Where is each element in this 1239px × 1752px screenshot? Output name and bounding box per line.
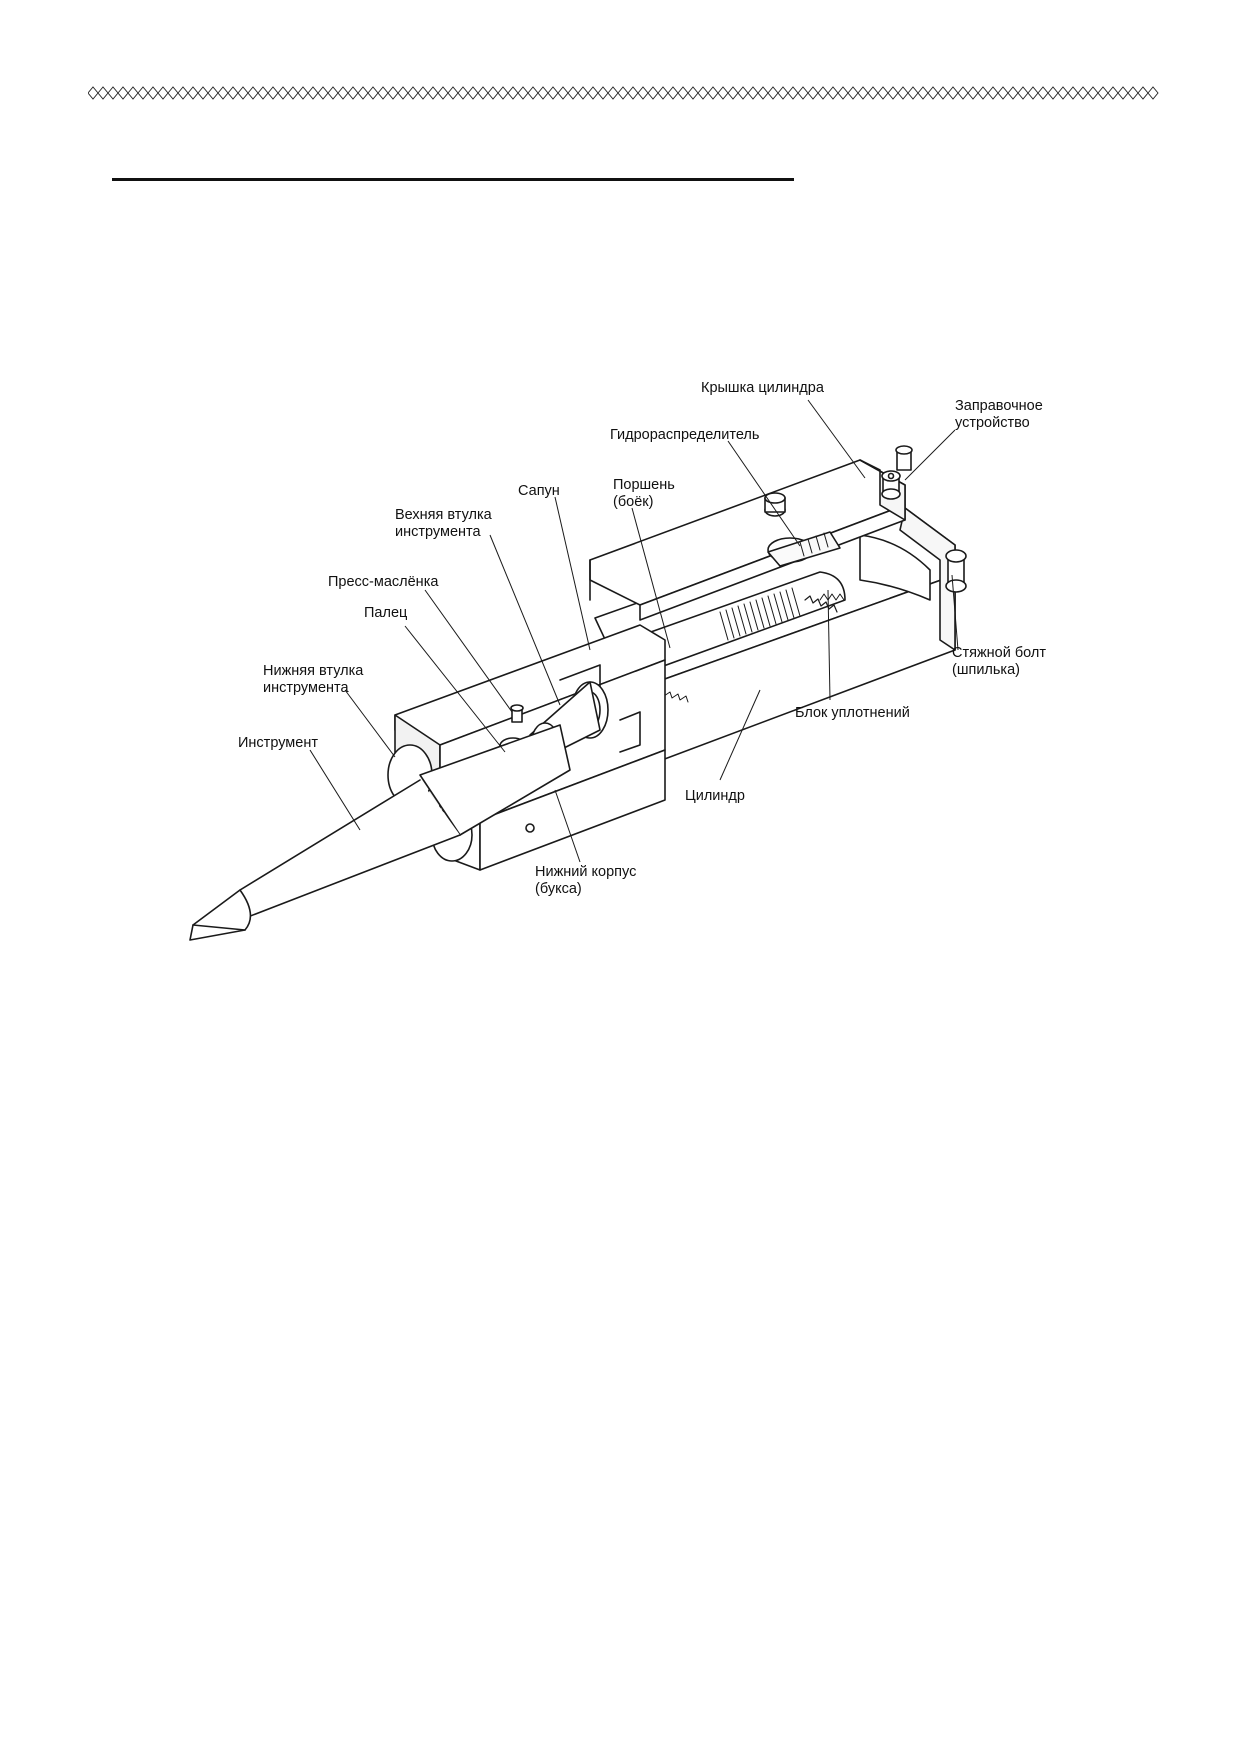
label-pin: Палец: [364, 605, 408, 621]
tool-chisel: [189, 724, 571, 941]
label-through-bolt: Стяжной болт (шпилька): [952, 645, 1047, 678]
through-bolt: [945, 549, 967, 593]
leader-lines: [309, 399, 959, 863]
border-diamond: [1147, 86, 1159, 100]
label-control-valve: Гидрораспределитель: [610, 427, 760, 443]
label-front-head: Нижний корпус (букса): [535, 864, 637, 897]
label-upper-bushing: Вехняя втулка инструмента: [395, 507, 492, 540]
label-charging-valve: Заправочное устройство: [955, 398, 1043, 431]
label-lower-bushing: Нижняя втулка инструмента: [263, 663, 364, 696]
cylinder-cap: [589, 459, 906, 621]
charging-valve: [881, 445, 913, 500]
label-cylinder: Цилиндр: [685, 788, 745, 804]
seal-block: [804, 595, 838, 613]
cap-bolt: [764, 492, 786, 517]
grease-nipple: [510, 704, 524, 723]
diamond-border-decoration: [88, 86, 1159, 100]
section-title-rule: [112, 178, 794, 181]
piston-seal-rings: [719, 587, 801, 641]
label-piston: Поршень (боёк): [613, 477, 675, 510]
control-valve: [767, 531, 841, 567]
label-grease-nipple: Пресс-маслёнка: [328, 574, 439, 590]
label-tool: Инструмент: [238, 735, 318, 751]
label-seal-block: Блок уплотнений: [795, 705, 910, 721]
label-breather: Сапун: [518, 483, 560, 499]
label-cylinder-cap: Крышка цилиндра: [701, 380, 824, 396]
